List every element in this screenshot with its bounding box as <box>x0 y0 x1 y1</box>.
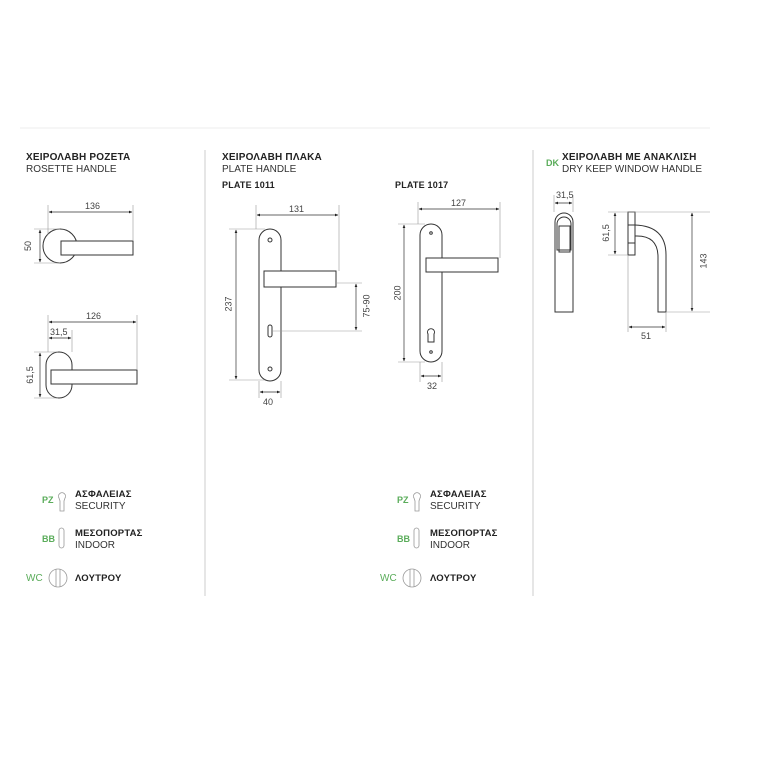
dim-200: 200 <box>392 285 403 301</box>
window-handle-drawing <box>553 195 710 332</box>
dim-61-5-window: 61,5 <box>600 224 611 242</box>
legend-code: WC <box>26 573 43 584</box>
plate-title: ΧΕΙΡΟΛΑΒΗ ΠΛΑΚΑ <box>222 152 322 163</box>
legend-icons <box>48 492 422 588</box>
plate-1011-label: PLATE 1011 <box>222 180 275 190</box>
dim-50: 50 <box>23 240 34 252</box>
legend-title: ΛΟΥΤΡΟΥ <box>75 573 122 584</box>
rosette-oval-drawing <box>34 315 138 399</box>
legend-title: ΑΣΦΑΛΕΙΑΣ <box>430 489 487 500</box>
plate-1017-drawing <box>398 202 501 382</box>
legend-code: PZ <box>397 495 409 505</box>
wc-lock-icon <box>48 568 422 588</box>
plate-1011-drawing <box>229 205 362 398</box>
dk-code: DK <box>546 158 559 168</box>
dim-51: 51 <box>641 331 652 341</box>
legend-code: BB <box>397 534 410 544</box>
legend-code: BB <box>42 534 55 544</box>
dim-126: 126 <box>86 311 102 321</box>
legend-code: WC <box>380 573 397 584</box>
window-subtitle: DRY KEEP WINDOW HANDLE <box>562 164 703 175</box>
legend-title: ΛΟΥΤΡΟΥ <box>430 573 477 584</box>
rosette-round-drawing <box>34 205 134 264</box>
legend-subtitle: INDOOR <box>430 540 470 551</box>
dim-131: 131 <box>289 204 305 214</box>
dim-237: 237 <box>223 296 234 312</box>
dim-40: 40 <box>263 397 274 407</box>
rosette-subtitle: ROSETTE HANDLE <box>26 164 117 175</box>
legend-subtitle: SECURITY <box>75 501 126 512</box>
dim-61-5: 61,5 <box>24 366 35 384</box>
dim-31-5: 31,5 <box>50 327 68 337</box>
bb-key-icon <box>58 527 420 549</box>
dim-127: 127 <box>451 198 467 208</box>
legend-subtitle: SECURITY <box>430 501 481 512</box>
pz-cylinder-icon <box>58 492 421 512</box>
dim-32: 32 <box>427 381 438 391</box>
dim-75-90: 75-90 <box>361 294 372 318</box>
window-title: ΧΕΙΡΟΛΑΒΗ ΜΕ ΑΝΑΚΛΙΣΗ <box>562 152 697 163</box>
dim-143: 143 <box>698 253 709 269</box>
legend-title: ΜΕΣΟΠΟΡΤΑΣ <box>75 528 143 539</box>
plate-subtitle: PLATE HANDLE <box>222 164 297 175</box>
rosette-title: ΧΕΙΡΟΛΑΒΗ ΡΟΖΕΤΑ <box>26 152 131 163</box>
legend-subtitle: INDOOR <box>75 540 115 551</box>
legend-title: ΜΕΣΟΠΟΡΤΑΣ <box>430 528 498 539</box>
plate-1017-label: PLATE 1017 <box>395 180 449 190</box>
legend-title: ΑΣΦΑΛΕΙΑΣ <box>75 489 132 500</box>
dim-31-5-window: 31,5 <box>556 190 574 200</box>
dim-136: 136 <box>85 201 101 211</box>
legend-code: PZ <box>42 495 54 505</box>
